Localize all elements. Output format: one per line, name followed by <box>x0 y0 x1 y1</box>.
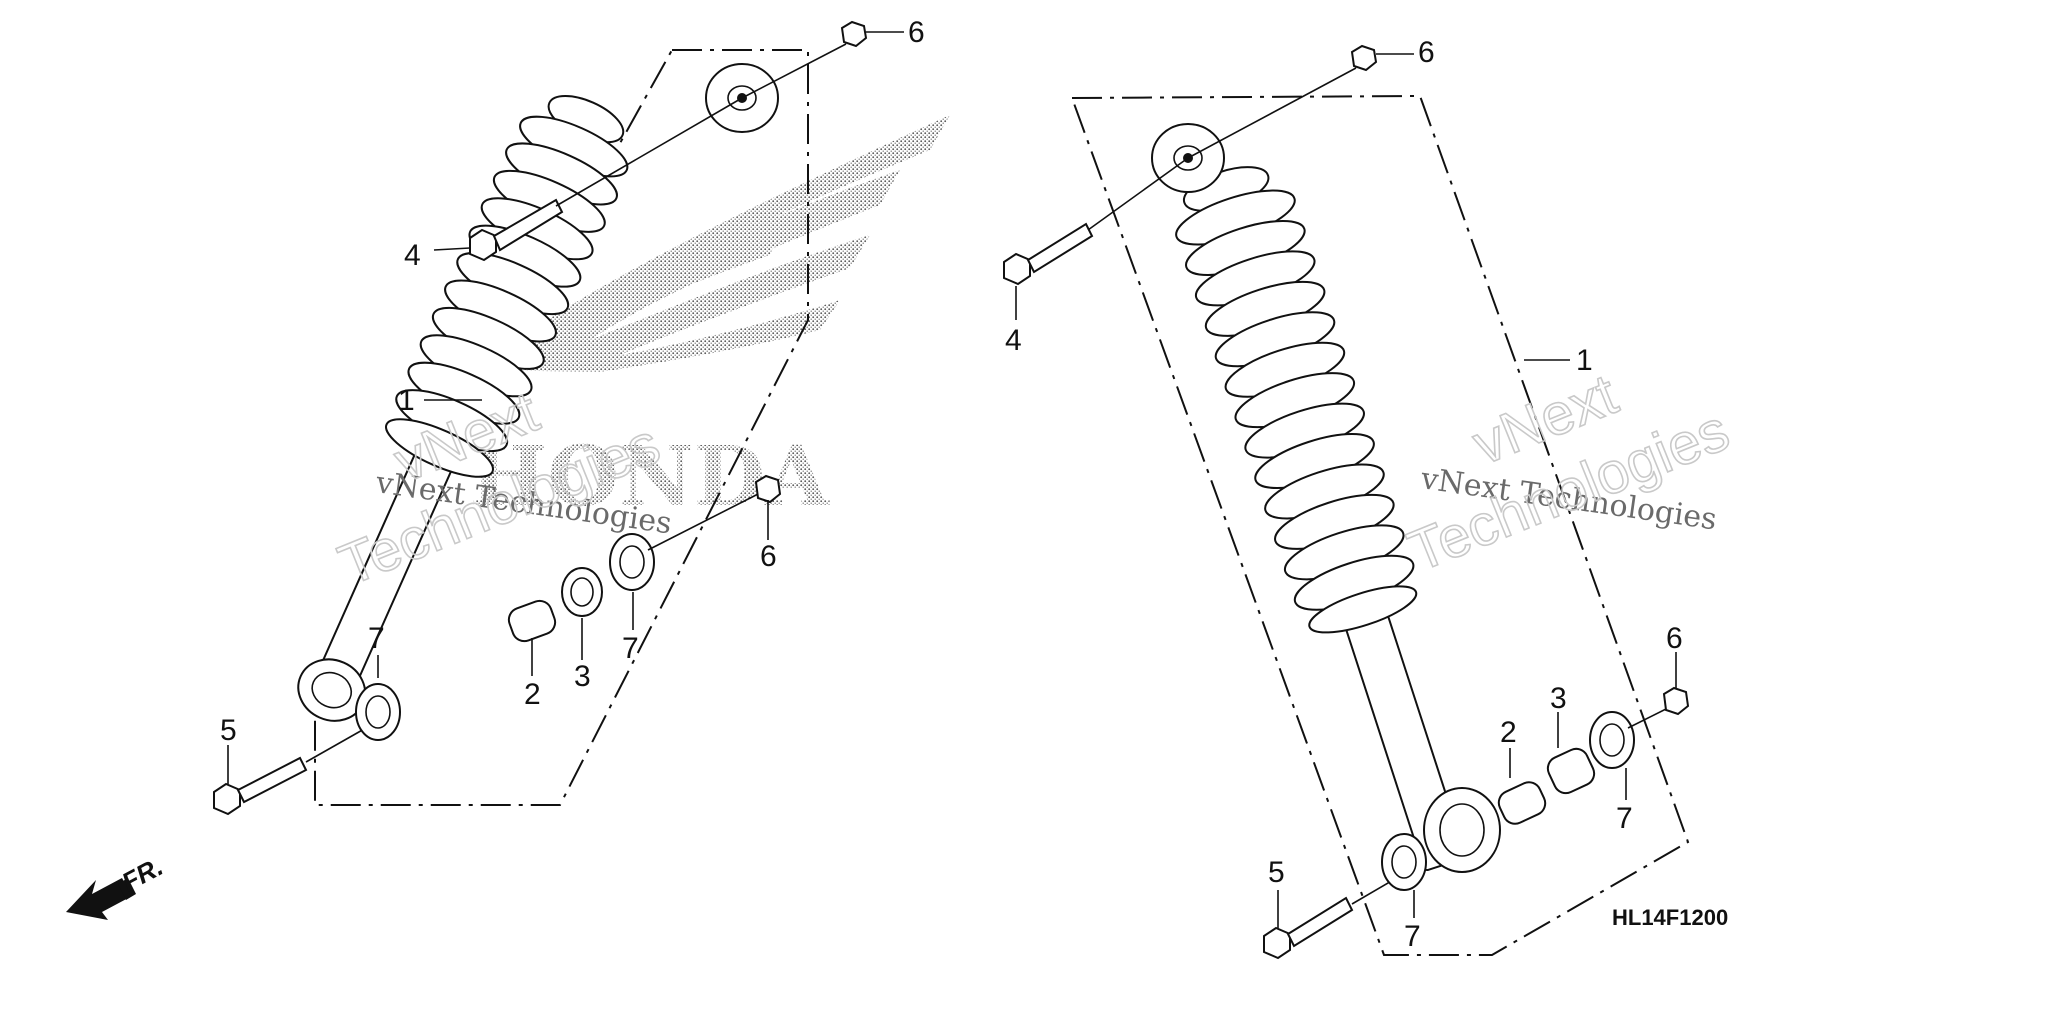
callout-7-right-left: 7 <box>622 632 639 665</box>
left-lower-nut-icon <box>754 474 782 504</box>
callout-7-left-right: 7 <box>1404 920 1421 953</box>
callout-4-left: 4 <box>404 239 421 272</box>
left-lower-seal-b <box>609 533 655 591</box>
callout-6-lower-right: 6 <box>1666 622 1683 655</box>
callout-1-right: 1 <box>1576 344 1593 377</box>
right-lower-seal-b <box>1589 711 1635 769</box>
front-direction-arrow-icon: FR. <box>66 851 168 920</box>
callout-5-right: 5 <box>1268 856 1285 889</box>
left-upper-nut-icon <box>840 20 868 48</box>
right-upper-nut-icon <box>1350 44 1378 72</box>
callout-7-left-left: 7 <box>368 622 385 655</box>
left-spring <box>385 95 629 478</box>
callout-2-right: 2 <box>1500 716 1517 749</box>
left-shock-assembly: 6 4 1 6 7 3 2 7 5 <box>213 16 925 816</box>
callout-3-right: 3 <box>1550 682 1567 715</box>
right-upper-bolt-icon <box>1003 157 1189 286</box>
callout-3-left: 3 <box>574 660 591 693</box>
honda-wing-logo-icon <box>470 115 950 380</box>
left-lower-bolt-icon <box>213 719 381 816</box>
left-lower-seal-a <box>355 683 401 741</box>
right-lower-seal-a <box>1381 833 1427 891</box>
watermark-big-right: vNext Technologies <box>1399 361 1739 585</box>
callout-6-upper-left: 6 <box>908 16 925 49</box>
callout-6-lower-left: 6 <box>760 540 777 573</box>
callout-1-left: 1 <box>398 384 415 417</box>
left-bushing-icon <box>561 567 603 617</box>
left-collar-icon <box>507 599 557 643</box>
callout-7-right-right: 7 <box>1616 802 1633 835</box>
right-lower-eye <box>1423 787 1501 873</box>
diagram-code: HL14F1200 <box>1612 905 1728 930</box>
left-upper-bolt-icon <box>469 97 743 262</box>
right-assembly-boundary <box>1071 94 1690 956</box>
right-shock-assembly: 6 4 1 6 3 2 7 7 5 <box>1003 36 1690 960</box>
callout-5-left: 5 <box>220 714 237 747</box>
right-lower-bolt-icon <box>1263 875 1401 960</box>
callout-4-right: 4 <box>1005 324 1022 357</box>
callout-6-upper-right: 6 <box>1418 36 1435 69</box>
right-spring <box>1175 166 1418 634</box>
right-collar-icon <box>1497 781 1547 825</box>
callout-2-left: 2 <box>524 678 541 711</box>
right-bushing-icon <box>1546 747 1596 795</box>
right-lower-nut-icon <box>1662 686 1690 716</box>
